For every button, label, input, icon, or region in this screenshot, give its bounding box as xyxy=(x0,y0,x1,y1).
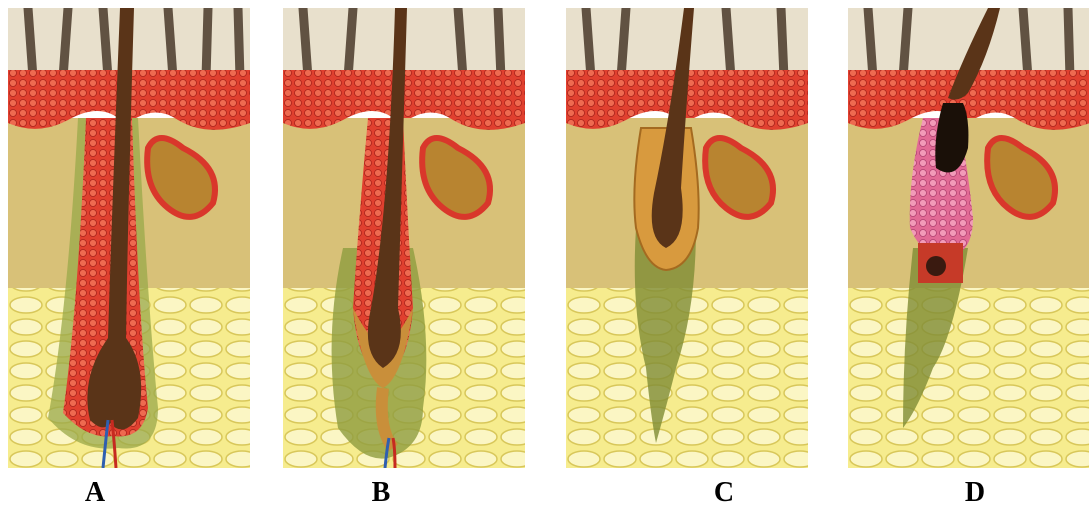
panel-c-telogen xyxy=(566,8,808,468)
panel-a-anagen xyxy=(8,8,250,468)
panel-label-d: D xyxy=(955,478,995,508)
panel-label-c: C xyxy=(704,478,744,508)
panel-b-catagen xyxy=(283,8,525,468)
panel-label-b: B xyxy=(361,478,401,508)
panel-label-a: A xyxy=(75,478,115,508)
anagen-follicle-illustration xyxy=(8,8,250,468)
telogen-follicle-illustration xyxy=(566,8,808,468)
exogen-follicle-illustration xyxy=(848,8,1089,468)
panel-d-exogen xyxy=(848,8,1089,468)
catagen-follicle-illustration xyxy=(283,8,525,468)
